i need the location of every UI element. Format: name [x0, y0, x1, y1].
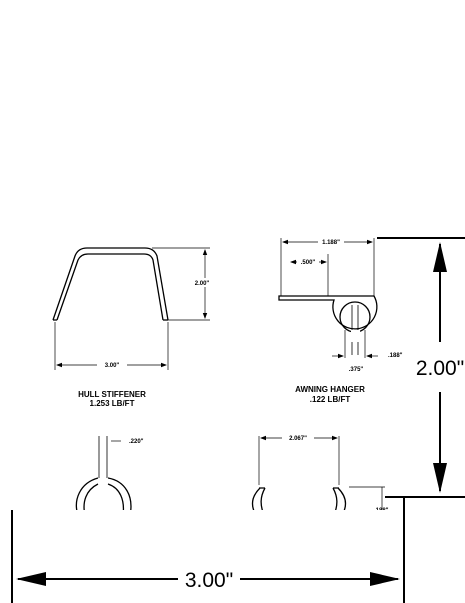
overlay-height-label: 2.00"	[416, 357, 464, 380]
overlay-height-dimension: 2.00"	[377, 237, 465, 498]
hull-stiffener-weight: 1.253 LB/FT	[90, 399, 135, 408]
hull-stiffener-width-dim: 3.00"	[105, 363, 120, 369]
hull-stiffener-outer-edge	[52, 247, 169, 321]
overlay-width-label: 3.00"	[185, 569, 233, 592]
awning-hanger-body	[278, 295, 378, 330]
lower-right-side-dim: .188"	[374, 508, 389, 514]
lower-right-top-dim: 2.067"	[289, 436, 307, 442]
lower-left-ring	[75, 477, 132, 510]
overlay-width-dimension: 3.00"	[11, 497, 405, 603]
awning-hanger-hook-bore	[339, 301, 371, 333]
hull-stiffener-name: HULL STIFFENER	[78, 390, 146, 399]
awning-hanger-profile: 1.188" .500" .375" .188" AWNING HANGER .…	[278, 237, 403, 404]
lower-right-left-lip	[251, 487, 266, 510]
lower-right-right-lip	[332, 487, 347, 510]
hull-stiffener-height-dim: 2.00"	[195, 281, 210, 287]
hull-stiffener-inner-edge	[56, 253, 164, 321]
lower-left-profile: .220"	[75, 436, 144, 510]
awning-hanger-left-dim: .500"	[301, 260, 316, 266]
hull-stiffener-profile: 2.00" 3.00" HULL STIFFENER 1.253 LB/FT	[52, 247, 215, 408]
awning-hanger-side-dim: .188"	[388, 353, 403, 359]
awning-hanger-bottom-dim: .375"	[349, 367, 364, 373]
awning-hanger-top-dim: 1.188"	[322, 240, 340, 246]
awning-hanger-name: AWNING HANGER	[295, 385, 365, 394]
awning-hanger-weight: .122 LB/FT	[310, 395, 351, 404]
lower-right-profile: 2.067" .188"	[251, 433, 389, 514]
lower-left-top-dim: .220"	[129, 439, 144, 445]
